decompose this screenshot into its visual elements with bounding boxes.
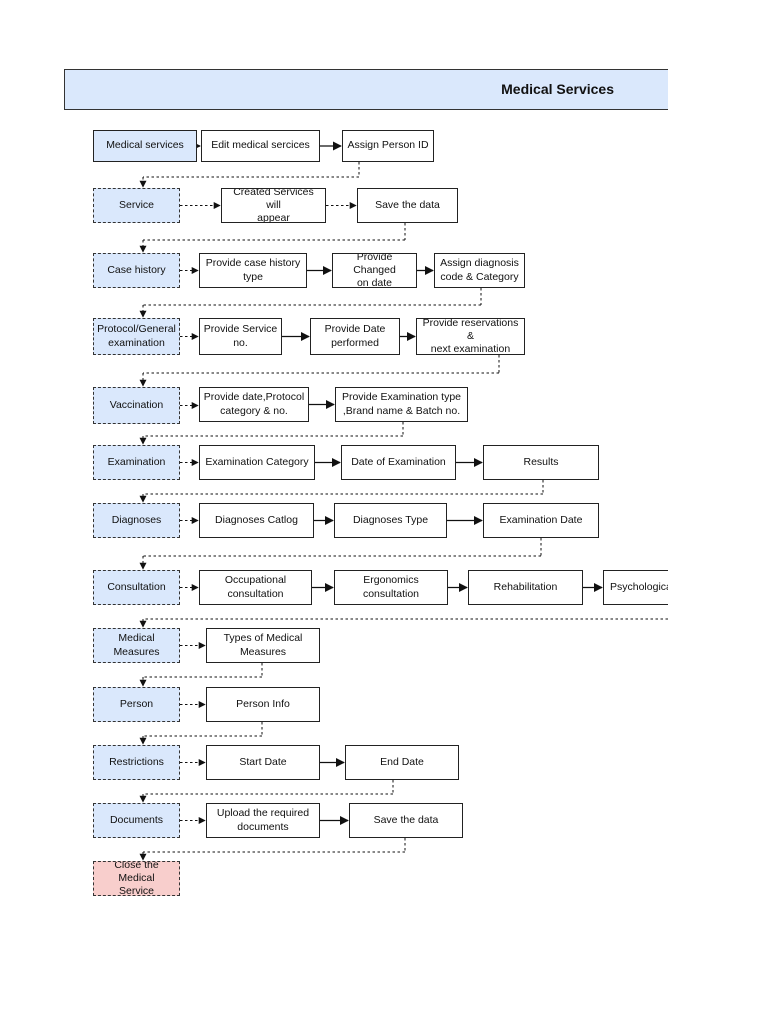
step-provide-service-no: Provide Service no.	[199, 318, 282, 355]
step-diagnoses-catlog: Diagnoses Catlog	[199, 503, 314, 538]
section-examination: Examination	[93, 445, 180, 480]
step-end-date: End Date	[345, 745, 459, 780]
step-provide-examination-type-brand-name-batch-no: Provide Examination type ,Brand name & B…	[335, 387, 468, 422]
step-examination-category: Examination Category	[199, 445, 315, 480]
step-ergonomics-consultation: Ergonomics consultation	[334, 570, 448, 605]
step-person-info: Person Info	[206, 687, 320, 722]
step-types-of-medical-measures: Types of Medical Measures	[206, 628, 320, 663]
step-edit-medical-sercices: Edit medical sercices	[201, 130, 320, 162]
section-restrictions: Restrictions	[93, 745, 180, 780]
step-date-of-examination: Date of Examination	[341, 445, 456, 480]
step-upload-the-required-documents: Upload the required documents	[206, 803, 320, 838]
section-protocol-general-examination: Protocol/General examination	[93, 318, 180, 355]
section-person: Person	[93, 687, 180, 722]
step-rehabilitation: Rehabilitation	[468, 570, 583, 605]
section-consultation: Consultation	[93, 570, 180, 605]
step-provide-date-protocol-category-no: Provide date,Protocol category & no.	[199, 387, 309, 422]
section-close-the-medical-service: Close the Medical Service	[93, 861, 180, 896]
step-provide-reservations-next-examination: Provide reservations & next examination	[416, 318, 525, 355]
section-vaccination: Vaccination	[93, 387, 180, 424]
step-examination-date: Examination Date	[483, 503, 599, 538]
step-provide-changed-on-date: Provide Changed on date	[332, 253, 417, 288]
step-assign-diagnosis-code-category: Assign diagnosis code & Category	[434, 253, 525, 288]
section-medical-measures: Medical Measures	[93, 628, 180, 663]
section-service: Service	[93, 188, 180, 223]
step-created-services-will-appear: Created Services will appear	[221, 188, 326, 223]
diagram-header: Medical Services	[64, 69, 668, 110]
step-occupational-consultation: Occupational consultation	[199, 570, 312, 605]
section-documents: Documents	[93, 803, 180, 838]
step-provide-case-history-type: Provide case history type	[199, 253, 307, 288]
section-case-history: Case history	[93, 253, 180, 288]
step-psychologica: Psychologica	[603, 570, 668, 605]
step-start-date: Start Date	[206, 745, 320, 780]
step-save-the-data: Save the data	[349, 803, 463, 838]
section-diagnoses: Diagnoses	[93, 503, 180, 538]
diagram-title: Medical Services	[501, 81, 614, 97]
step-save-the-data: Save the data	[357, 188, 458, 223]
step-diagnoses-type: Diagnoses Type	[334, 503, 447, 538]
step-assign-person-id: Assign Person ID	[342, 130, 434, 162]
step-provide-date-performed: Provide Date performed	[310, 318, 400, 355]
section-medical-services: Medical services	[93, 130, 197, 162]
step-results: Results	[483, 445, 599, 480]
